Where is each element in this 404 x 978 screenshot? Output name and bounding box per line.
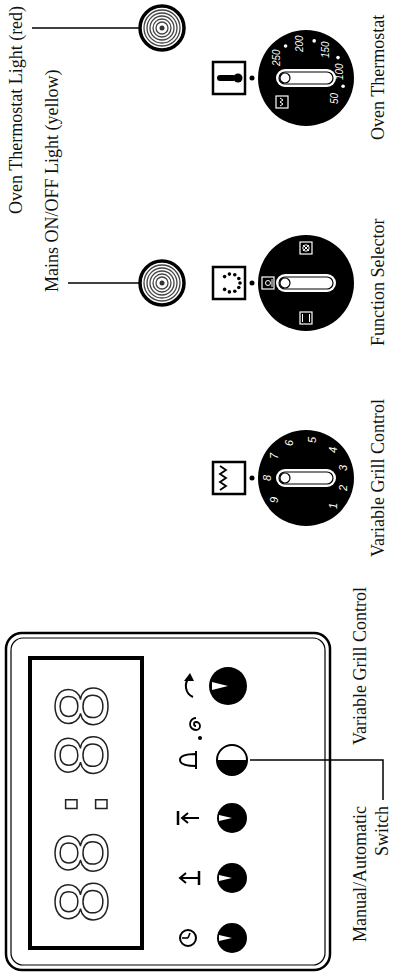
dial-pointer	[276, 69, 336, 487]
display-digits: 88:88	[47, 681, 125, 925]
dial-number: 5	[307, 437, 318, 443]
red-light	[140, 6, 184, 50]
control-label: Variable Grill Control	[368, 399, 390, 557]
control-label: Variable Grill Control	[350, 587, 372, 745]
light-label: Mains ON/OFF Light (yellow)	[42, 70, 64, 293]
dial-number: 4	[328, 447, 339, 453]
control-label: Manual/Automatic Switch	[350, 806, 393, 956]
control-label: Oven Thermostat	[368, 15, 390, 140]
control-label: Function Selector	[368, 219, 390, 346]
dial-number: 3	[338, 465, 349, 471]
dial-number: 9	[269, 497, 280, 503]
temperature-number: 250	[272, 49, 282, 66]
temperature-number: 150	[321, 41, 331, 58]
temperature-number: 100	[335, 63, 345, 80]
light-label: Oven Thermostat Light (red)	[6, 6, 28, 214]
dial-number: 7	[269, 453, 280, 459]
temperature-number: 200	[295, 35, 305, 52]
dial-number: 2	[338, 485, 349, 491]
dial-number: 1	[328, 503, 339, 509]
yellow-light	[140, 261, 184, 305]
temperature-number: 50	[330, 93, 340, 104]
dial-number: 6	[284, 440, 295, 446]
dial-number: 8	[262, 475, 273, 481]
